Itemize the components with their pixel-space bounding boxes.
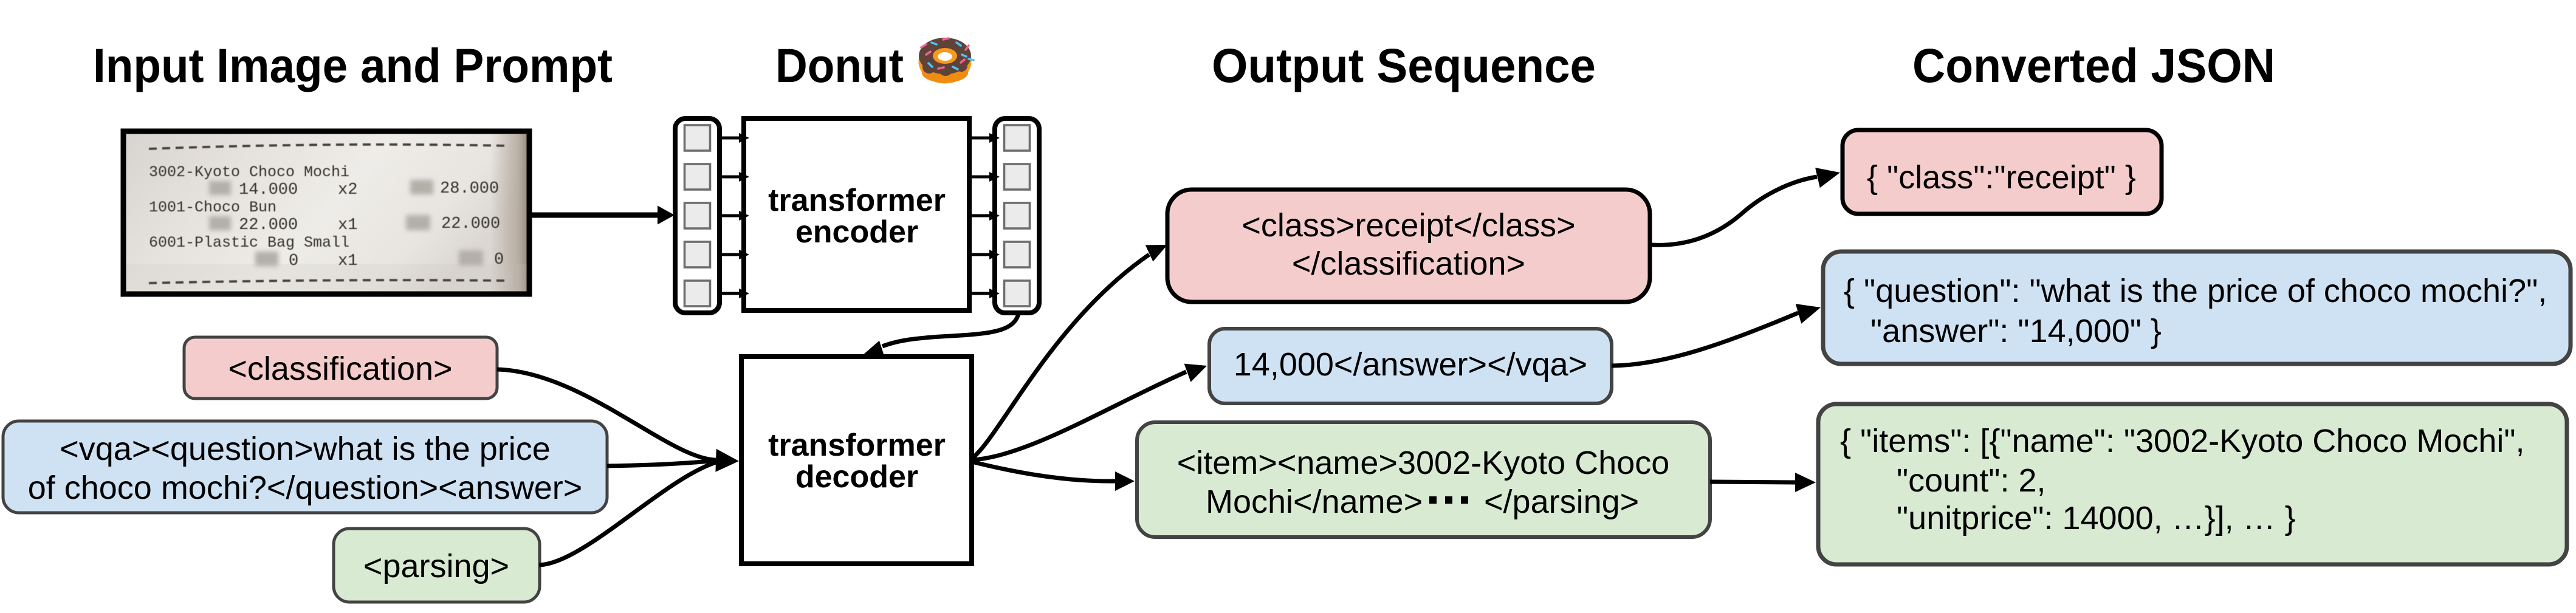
svg-text:x1: x1 bbox=[338, 252, 357, 270]
svg-text:22.000: 22.000 bbox=[441, 215, 500, 233]
svg-text:transformer: transformer bbox=[768, 183, 946, 218]
svg-text:1001-Choco Bun: 1001-Choco Bun bbox=[149, 199, 276, 216]
svg-text:x1: x1 bbox=[338, 216, 357, 235]
svg-text:0: 0 bbox=[494, 251, 504, 269]
svg-text:encoder: encoder bbox=[795, 214, 918, 250]
svg-text:Output Sequence: Output Sequence bbox=[1212, 38, 1596, 92]
svg-text:6001-Plastic Bag Small: 6001-Plastic Bag Small bbox=[149, 234, 349, 252]
svg-text:Input Image and Prompt: Input Image and Prompt bbox=[93, 38, 613, 92]
svg-text:<vqa><question>what is the pri: <vqa><question>what is the price bbox=[60, 431, 551, 467]
svg-text:<parsing>: <parsing> bbox=[363, 548, 509, 584]
svg-text:{ "question": "what is the pri: { "question": "what is the price of choc… bbox=[1844, 273, 2547, 309]
svg-text:<class>receipt</class>: <class>receipt</class> bbox=[1242, 207, 1575, 244]
svg-text:transformer: transformer bbox=[768, 428, 946, 463]
svg-text:Donut: Donut bbox=[775, 38, 904, 92]
svg-text:Mochi</name>: Mochi</name> bbox=[1206, 484, 1423, 520]
svg-text:</classification>: </classification> bbox=[1292, 245, 1525, 282]
svg-text:{ "class":"receipt" }: { "class":"receipt" } bbox=[1867, 159, 2136, 196]
svg-text:{ "items": [{"name": "3002-Kyo: { "items": [{"name": "3002-Kyoto Choco M… bbox=[1840, 423, 2525, 459]
svg-text:22.000: 22.000 bbox=[239, 216, 298, 235]
svg-text:"count": 2,: "count": 2, bbox=[1897, 462, 2045, 499]
svg-text:14,000</answer></vqa>: 14,000</answer></vqa> bbox=[1234, 346, 1587, 383]
svg-text:</parsing>: </parsing> bbox=[1484, 484, 1639, 520]
svg-text:of choco mochi?</question><ans: of choco mochi?</question><answer> bbox=[28, 470, 583, 506]
svg-text:14.000: 14.000 bbox=[239, 181, 298, 199]
svg-text:28.000: 28.000 bbox=[440, 180, 499, 198]
svg-text:"unitprice": 14000, …}], … }: "unitprice": 14000, …}], … } bbox=[1897, 500, 2296, 536]
svg-text:x2: x2 bbox=[338, 181, 357, 199]
svg-text:<item><name>3002-Kyoto Choco: <item><name>3002-Kyoto Choco bbox=[1177, 445, 1670, 481]
svg-text:"answer": "14,000" }: "answer": "14,000" } bbox=[1870, 313, 2162, 349]
svg-text:decoder: decoder bbox=[795, 459, 918, 495]
svg-text:Converted JSON: Converted JSON bbox=[1912, 38, 2275, 92]
svg-text:3002-Kyoto Choco Mochi: 3002-Kyoto Choco Mochi bbox=[149, 163, 349, 181]
svg-text:<classification>: <classification> bbox=[228, 351, 452, 387]
svg-text:0: 0 bbox=[289, 252, 298, 270]
